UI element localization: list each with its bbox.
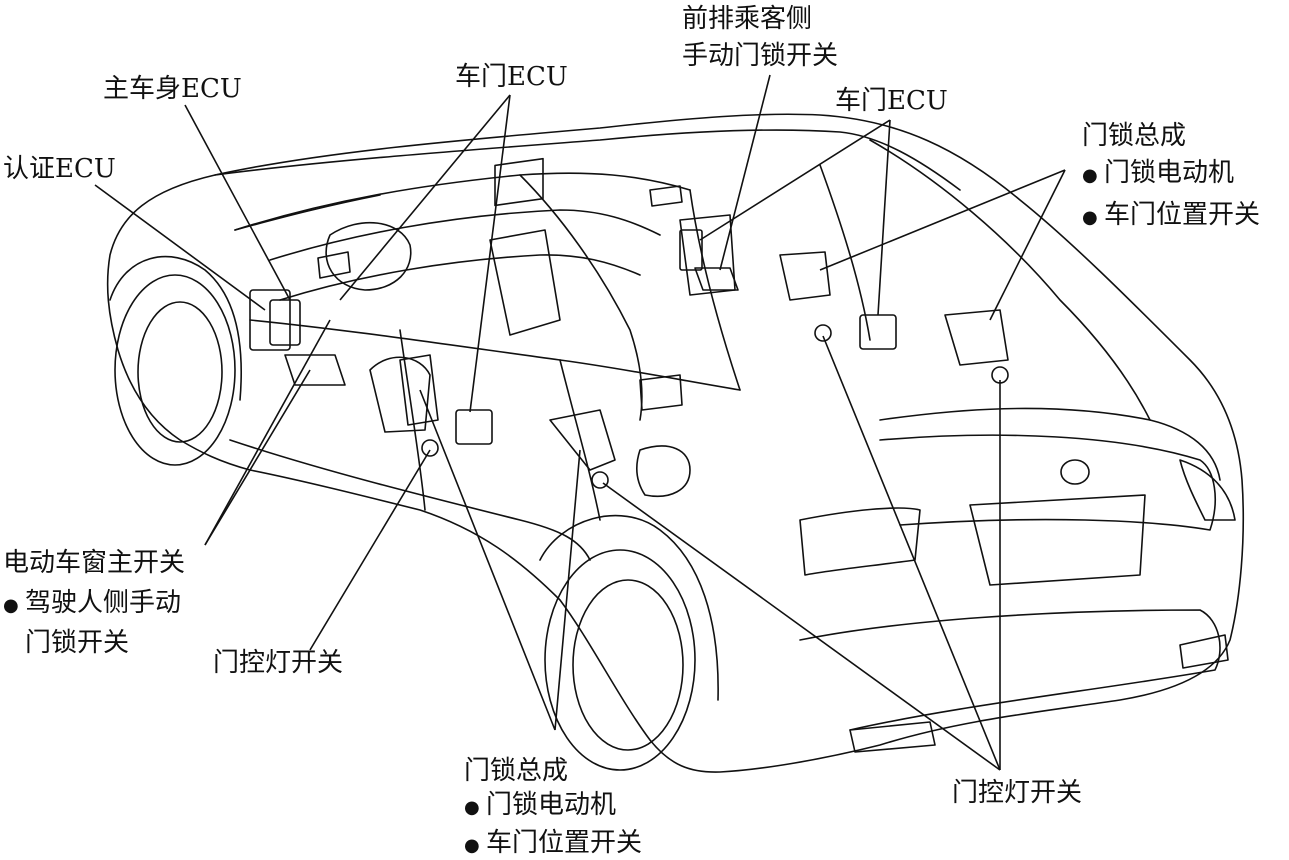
front-wheel-arch bbox=[109, 255, 243, 401]
label-door-lamp-switch-left: 门控灯开关 bbox=[213, 648, 344, 678]
windshield-base bbox=[234, 172, 691, 231]
b-pillar bbox=[689, 189, 741, 391]
dashboard bbox=[269, 209, 661, 261]
component-door-ecu-rear bbox=[679, 229, 703, 271]
label-door-lock-motor-bottom: ● 门锁电动机 bbox=[464, 790, 616, 823]
text-door-lock-motor-bottom: 门锁电动机 bbox=[486, 790, 617, 820]
steering-wheel bbox=[325, 221, 412, 291]
label-driver-manual-lock-line2: 门锁开关 bbox=[25, 628, 130, 658]
leader-lamp-right-a bbox=[602, 482, 1001, 771]
bullet-icon: ● bbox=[3, 595, 19, 616]
exhaust-left bbox=[849, 721, 936, 753]
label-power-window-master-switch: 电动车窗主开关 bbox=[3, 548, 186, 578]
leader-lamp-left bbox=[309, 449, 431, 651]
component-door-lock-left bbox=[399, 354, 439, 426]
leader-lamp-right-b bbox=[822, 335, 1001, 771]
rear-emblem bbox=[1060, 459, 1090, 485]
leader-door-ecu-2b bbox=[877, 119, 891, 316]
tail-light-left bbox=[799, 507, 921, 576]
car-body-outline bbox=[106, 113, 1245, 773]
seat-passenger bbox=[679, 214, 736, 296]
leader-lock-bottom-b bbox=[554, 449, 581, 731]
leader-lock-right-b bbox=[989, 169, 1066, 321]
rear-window bbox=[869, 139, 1151, 421]
text-driver-manual-lock-line1: 驾驶人侧手动 bbox=[25, 588, 182, 618]
leader-certification-ecu bbox=[94, 184, 266, 311]
component-door-ecu-right bbox=[859, 314, 897, 350]
dashboard-lower bbox=[279, 254, 641, 301]
rear-deck bbox=[879, 407, 1221, 481]
label-front-passenger-line2: 手动门锁开关 bbox=[682, 41, 839, 71]
c-pillar bbox=[819, 164, 871, 341]
label-front-passenger-line1: 前排乘客侧 bbox=[682, 4, 813, 34]
bullet-icon: ● bbox=[1082, 207, 1098, 228]
text-door-lock-motor-right: 门锁电动机 bbox=[1104, 158, 1235, 188]
leader-lock-right-a bbox=[819, 169, 1066, 271]
bullet-icon: ● bbox=[464, 797, 480, 818]
air-vent-3 bbox=[649, 185, 683, 207]
label-door-lamp-switch-right: 门控灯开关 bbox=[952, 778, 1083, 808]
component-lamp-switch-right-1 bbox=[814, 324, 832, 342]
center-display bbox=[494, 157, 544, 207]
leader-door-ecu-2a bbox=[699, 119, 891, 241]
label-main-body-ecu: 主车身ECU bbox=[103, 74, 242, 104]
door-line-front bbox=[399, 329, 426, 511]
a-pillar-left bbox=[234, 194, 381, 231]
front-wheel-inner bbox=[137, 301, 223, 443]
label-door-ecu-1: 车门ECU bbox=[455, 62, 568, 92]
air-vent-2 bbox=[639, 374, 683, 411]
leader-power-window-b bbox=[204, 319, 331, 546]
bullet-icon: ● bbox=[1082, 165, 1098, 186]
component-power-window-switch bbox=[284, 354, 346, 386]
component-door-ecu-left bbox=[455, 409, 493, 445]
seat-driver bbox=[369, 356, 431, 433]
trunk-lid bbox=[879, 434, 1216, 531]
component-passenger-lock-switch bbox=[694, 267, 739, 291]
leader-passenger-switch bbox=[719, 74, 771, 271]
leader-lock-bottom-a bbox=[419, 389, 556, 731]
roof-line bbox=[214, 129, 961, 191]
bullet-icon: ● bbox=[464, 835, 480, 856]
label-door-lock-assembly-bottom: 门锁总成 bbox=[464, 756, 569, 786]
text-door-position-switch-bottom: 车门位置开关 bbox=[486, 828, 643, 858]
component-main-body-ecu bbox=[249, 289, 291, 351]
rear-wheel-outer bbox=[544, 549, 696, 771]
text-door-position-switch-right: 车门位置开关 bbox=[1104, 200, 1261, 230]
center-console bbox=[489, 229, 561, 336]
leader-door-ecu-1a bbox=[339, 94, 511, 301]
door-line-rear bbox=[559, 359, 601, 521]
component-lamp-switch-middle bbox=[591, 471, 609, 489]
component-lamp-switch-left bbox=[421, 439, 439, 457]
component-door-lock-middle bbox=[549, 409, 616, 471]
label-door-position-switch-bottom: ● 车门位置开关 bbox=[464, 828, 642, 860]
label-driver-manual-lock-line1: ● 驾驶人侧手动 bbox=[3, 588, 181, 621]
exhaust-right bbox=[1179, 634, 1229, 669]
component-door-lock-right-1 bbox=[779, 251, 831, 301]
leader-main-body-ecu bbox=[184, 104, 291, 301]
front-wheel-outer bbox=[114, 274, 236, 466]
rear-wheel-inner bbox=[572, 579, 684, 751]
label-certification-ecu: 认证ECU bbox=[3, 154, 116, 184]
side-sill bbox=[229, 439, 591, 561]
a-pillar-right bbox=[519, 174, 643, 421]
door-belt bbox=[249, 319, 741, 391]
component-certification-ecu bbox=[269, 299, 301, 346]
fuel-door bbox=[635, 445, 691, 497]
label-door-lock-motor-right: ● 门锁电动机 bbox=[1082, 158, 1234, 191]
rear-wheel-arch bbox=[539, 514, 719, 701]
tail-light-right bbox=[1179, 459, 1236, 521]
air-vent-1 bbox=[317, 251, 351, 279]
license-plate bbox=[969, 494, 1146, 586]
leader-power-window bbox=[204, 369, 311, 546]
label-door-ecu-2: 车门ECU bbox=[835, 86, 948, 116]
label-door-lock-assembly-right: 门锁总成 bbox=[1082, 121, 1187, 151]
leader-door-ecu-1b bbox=[469, 94, 511, 413]
label-door-position-switch-right: ● 车门位置开关 bbox=[1082, 200, 1260, 233]
component-door-lock-right-2 bbox=[944, 309, 1009, 366]
